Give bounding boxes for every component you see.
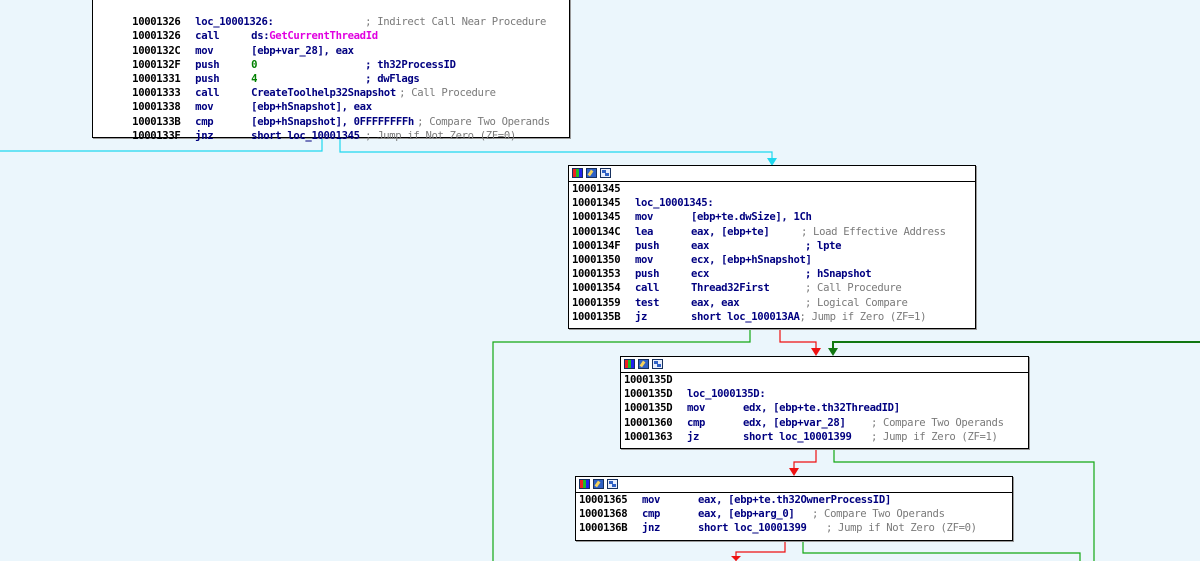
color-palette-icon[interactable] <box>572 168 583 178</box>
graph-overview-icon[interactable] <box>607 479 618 489</box>
block-header-bar <box>569 166 975 182</box>
code-line[interactable]: 10001345 <box>572 183 621 195</box>
location-label: loc_10001345: <box>635 197 714 210</box>
code-line[interactable]: 1000135D <box>624 374 673 386</box>
color-palette-icon[interactable] <box>579 479 590 489</box>
edge-b2-false <box>779 330 817 350</box>
location-label: loc_1000135D: <box>687 388 766 401</box>
edit-icon[interactable] <box>586 168 597 178</box>
edge-b3-false <box>793 448 817 470</box>
block-partial-header: 10001326 <box>96 0 567 1</box>
edge-b4-false-arrowhead <box>731 556 741 561</box>
location-label: loc_10001326: <box>195 16 274 29</box>
edge-b1-b2-arrowhead <box>767 158 777 166</box>
block-header-bar <box>621 357 1028 373</box>
edge-loop-b3-arrowhead <box>828 348 838 356</box>
import-function-name: GetCurrentThreadId <box>269 30 378 43</box>
block-header-bar <box>576 477 1012 493</box>
edge-b4-true <box>802 540 1081 561</box>
edit-icon[interactable] <box>593 479 604 489</box>
graph-overview-icon[interactable] <box>652 359 663 369</box>
edge-b3-true <box>833 448 1095 561</box>
edge-b3-false-arrowhead <box>789 468 799 476</box>
edge-b4-false <box>735 540 786 561</box>
color-palette-icon[interactable] <box>624 359 635 369</box>
edge-b1-b2 <box>0 137 773 160</box>
edge-b2-true <box>492 330 751 561</box>
edge-b2-false-arrowhead <box>811 348 821 356</box>
edit-icon[interactable] <box>638 359 649 369</box>
graph-overview-icon[interactable] <box>600 168 611 178</box>
edge-loop-b3 <box>832 341 1200 350</box>
